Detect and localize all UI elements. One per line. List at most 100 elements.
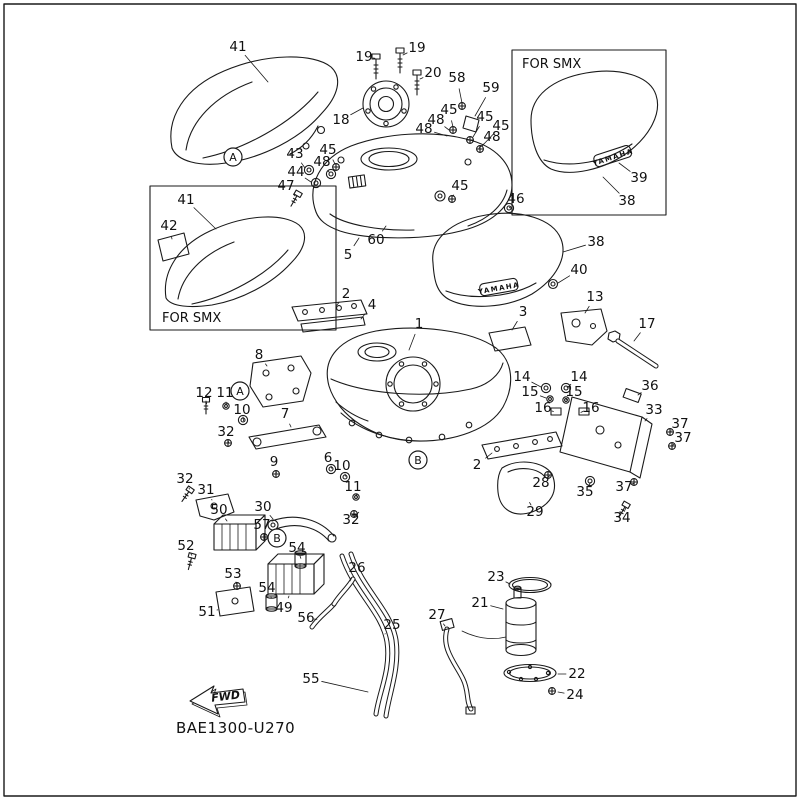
- leader-line-32: [227, 439, 230, 444]
- callout-37: 37: [615, 479, 632, 495]
- callout-4: 4: [368, 297, 377, 313]
- callout-45: 45: [476, 109, 493, 125]
- smx-top-label: FOR SMX: [522, 57, 581, 72]
- callout-48: 48: [427, 112, 444, 128]
- leader-line-46: [508, 206, 511, 209]
- stay-2-left: [291, 299, 368, 322]
- callout-54: 54: [258, 580, 275, 596]
- callout-33: 33: [645, 402, 662, 418]
- leader-line-20: [419, 77, 424, 80]
- hoses: [309, 551, 507, 719]
- callout-9: 9: [270, 454, 279, 470]
- leader-line-39: [618, 162, 631, 172]
- callout-20: 20: [424, 65, 441, 81]
- callout-19: 19: [408, 40, 425, 56]
- callout-23: 23: [487, 569, 504, 585]
- leader-line-35: [588, 482, 591, 486]
- callout-6: 6: [324, 450, 333, 466]
- callout-11: 11: [216, 385, 233, 401]
- callout-2: 2: [342, 286, 351, 302]
- callout-49: 49: [275, 600, 292, 616]
- callout-39: 39: [630, 170, 647, 186]
- screw-icon: [466, 136, 474, 144]
- callout-10: 10: [333, 458, 350, 474]
- smx-left-label: FOR SMX: [162, 311, 221, 326]
- screw-icon: [449, 126, 457, 134]
- callout-37: 37: [671, 416, 688, 432]
- svg-text:B: B: [273, 532, 281, 545]
- callout-32: 32: [342, 512, 359, 528]
- leader-line-13: [584, 305, 590, 314]
- leader-line-36: [637, 392, 642, 396]
- bracket-8: [249, 355, 312, 408]
- leader-line-34: [624, 507, 627, 511]
- leader-line-38: [602, 176, 620, 194]
- callout-57: 57: [253, 517, 270, 533]
- fuel-tank-part: [326, 327, 512, 444]
- leader-line-27: [443, 623, 446, 627]
- leader-line-3: [511, 320, 518, 331]
- leader-line-11: [355, 493, 358, 498]
- svg-text:A: A: [229, 151, 237, 164]
- leader-line-5: [353, 237, 360, 247]
- screw-icon: [476, 145, 484, 153]
- leader-line-48: [444, 126, 450, 131]
- canister-50: [213, 514, 266, 551]
- bracket-33: [559, 396, 643, 473]
- leader-line-59: [474, 97, 486, 117]
- circle-marker-B: B: [408, 450, 428, 470]
- leader-line-14: [531, 381, 542, 388]
- svg-text:B: B: [414, 454, 422, 467]
- callout-7: 7: [281, 406, 290, 422]
- seat-cowl-part: [170, 56, 339, 165]
- leader-line-45: [452, 194, 455, 197]
- fwd-label: FWD: [210, 688, 240, 704]
- leader-line-45: [451, 120, 454, 128]
- svg-text:A: A: [236, 385, 244, 398]
- callout-34: 34: [613, 510, 630, 526]
- callout-58: 58: [448, 70, 465, 86]
- callout-2: 2: [473, 457, 482, 473]
- leader-line-2: [485, 452, 493, 459]
- callout-50: 50: [210, 502, 227, 518]
- leader-line-45: [332, 159, 336, 165]
- callout-54: 54: [288, 540, 305, 556]
- leader-line-21: [490, 605, 504, 610]
- callout-18: 18: [332, 112, 349, 128]
- callout-17: 17: [638, 316, 655, 332]
- leader-line-48: [327, 170, 330, 173]
- bolt-icon: [412, 69, 422, 96]
- leader-line-30: [269, 515, 274, 520]
- leader-line-15: [565, 398, 568, 401]
- o-ring-23: [508, 576, 552, 594]
- callout-32: 32: [217, 424, 234, 440]
- pad-4: [300, 316, 366, 333]
- callout-8: 8: [255, 347, 264, 363]
- callout-10: 10: [233, 402, 250, 418]
- callout-38: 38: [618, 193, 635, 209]
- clip-16b: [578, 407, 590, 416]
- callout-16: 16: [534, 400, 551, 416]
- leader-line-1: [408, 333, 416, 351]
- leader-line-45: [472, 126, 480, 138]
- callout-15: 15: [565, 384, 582, 400]
- leader-line-10: [344, 473, 347, 477]
- tank-cover-part: [312, 133, 513, 239]
- callout-45: 45: [451, 178, 468, 194]
- callout-29: 29: [526, 504, 543, 520]
- leader-line-50: [225, 518, 228, 522]
- callout-60: 60: [367, 232, 384, 248]
- leader-line-52: [190, 553, 193, 556]
- leader-line-7: [289, 423, 292, 428]
- leader-line-15: [539, 395, 547, 399]
- circle-marker-B: B: [267, 528, 287, 548]
- callout-44: 44: [287, 164, 304, 180]
- leader-line-23: [505, 581, 511, 585]
- callout-13: 13: [586, 289, 603, 305]
- clip-16a: [550, 407, 562, 416]
- callout-37: 37: [674, 430, 691, 446]
- callout-43: 43: [286, 146, 303, 162]
- callout-40: 40: [570, 262, 587, 278]
